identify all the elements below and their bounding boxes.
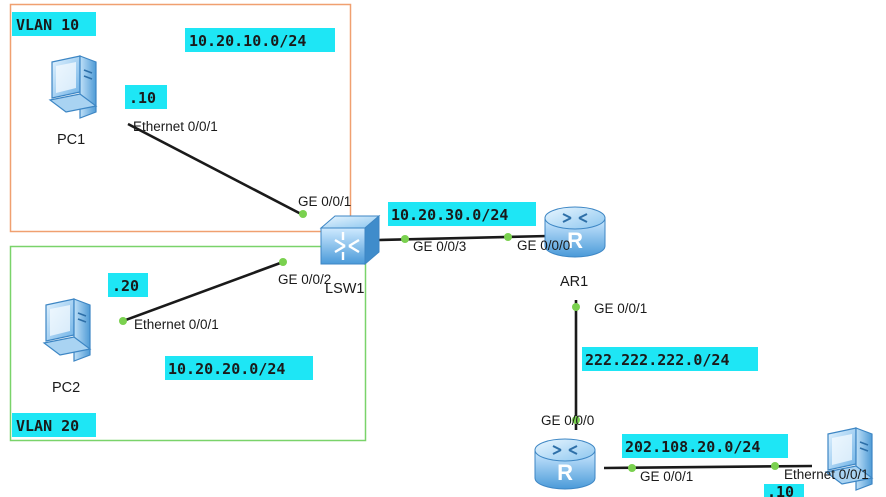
link-pc1-lsw1 — [127, 122, 304, 217]
port-dot — [771, 462, 779, 470]
vlan20-label-bg — [12, 413, 96, 437]
vlan20-subnet: 10.20.20.0/24 — [168, 360, 285, 378]
vlan10-subnet: 10.20.10.0/24 — [189, 32, 306, 50]
vlan20-zone — [9, 245, 367, 442]
port-dot — [572, 303, 580, 311]
pc2-ip-suffix: .20 — [112, 277, 139, 295]
ar1-name: AR1 — [560, 274, 588, 290]
port-dot — [279, 258, 287, 266]
ar1-ge1-label: GE 0/0/1 — [594, 301, 647, 316]
vlan10-zone — [9, 3, 352, 233]
vlan10-label-bg — [12, 12, 96, 36]
ar1-ar2-subnet-bg — [582, 347, 758, 371]
lsw-ar1-subnet: 10.20.30.0/24 — [391, 206, 508, 224]
lsw1-name: LSW1 — [325, 281, 365, 297]
pc2-name: PC2 — [52, 380, 80, 396]
port-dot — [504, 233, 512, 241]
ar2-pc3-subnet: 202.108.20.0/24 — [625, 438, 760, 456]
vlan20-subnet-bg — [165, 356, 313, 380]
port-dot — [401, 235, 409, 243]
ar1-ge0-label: GE 0/0/0 — [517, 238, 570, 253]
ar1-ar2-subnet: 222.222.222.0/24 — [585, 351, 730, 369]
pc2-ip-bg — [108, 273, 148, 297]
switch-icon[interactable] — [319, 214, 381, 266]
port-dot — [119, 317, 127, 325]
port-dot — [572, 416, 580, 424]
pc2-port-label: Ethernet 0/0/1 — [134, 317, 219, 332]
ar2-pc3-subnet-bg — [622, 434, 788, 458]
port-dot — [299, 210, 307, 218]
router-icon[interactable] — [534, 438, 596, 490]
pc3-ip-bg — [764, 484, 804, 497]
vlan10-subnet-bg — [185, 28, 335, 52]
lsw-ge2-label: GE 0/0/2 — [278, 272, 331, 287]
pc3-ip-suffix: .10 — [767, 483, 794, 497]
lsw-ge3-label: GE 0/0/3 — [413, 239, 466, 254]
pc1-name: PC1 — [57, 132, 85, 148]
lsw-ge1-label: GE 0/0/1 — [298, 194, 351, 209]
lsw-ar1-subnet-bg — [388, 202, 536, 226]
vlan10-label: VLAN 10 — [16, 16, 79, 34]
ar2-ge0-label: GE 0/0/0 — [541, 413, 594, 428]
pc-icon[interactable] — [49, 55, 97, 119]
ar2-ge1-label: GE 0/0/1 — [640, 469, 693, 484]
pc1-ip-bg — [125, 85, 167, 109]
port-dot — [628, 464, 636, 472]
pc1-ip-suffix: .10 — [129, 89, 156, 107]
pc3-port-label: Ethernet 0/0/1 — [784, 467, 869, 482]
pc-icon[interactable] — [43, 298, 91, 362]
pc1-port-label: Ethernet 0/0/1 — [133, 119, 218, 134]
vlan20-label: VLAN 20 — [16, 417, 79, 435]
link-pc2-lsw1 — [122, 260, 284, 323]
